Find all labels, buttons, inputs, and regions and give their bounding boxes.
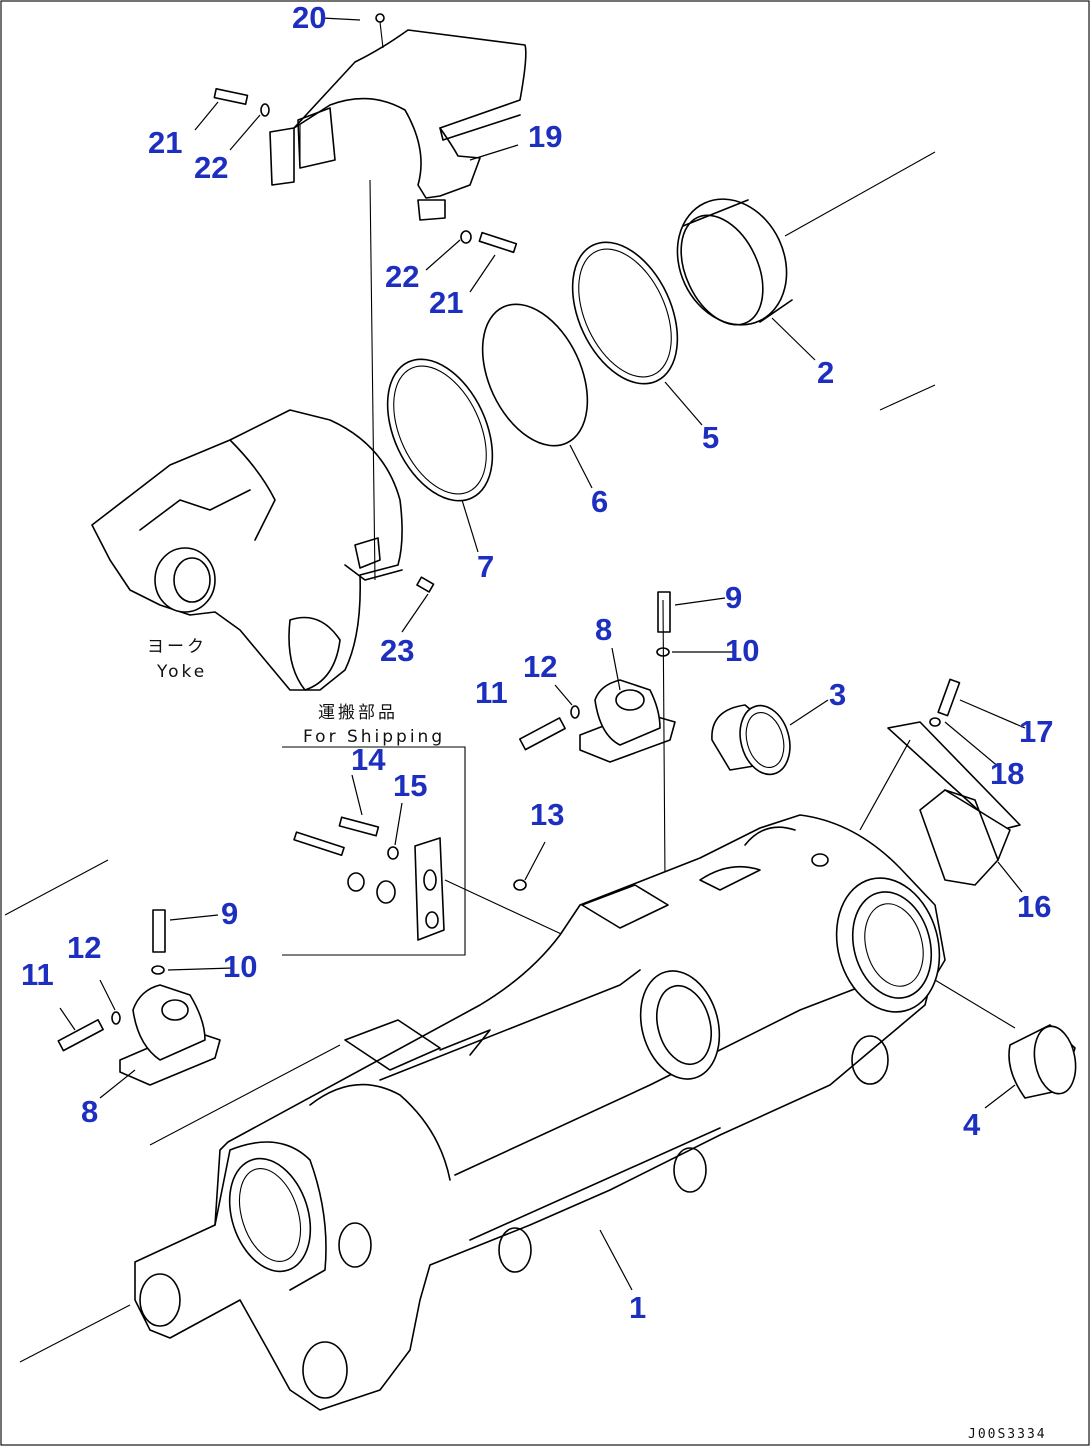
callout-9: 9	[221, 896, 238, 931]
callout-12: 12	[523, 649, 557, 684]
part-15-washer	[387, 846, 399, 860]
shipping-label-en: For Shipping	[303, 727, 445, 747]
callout-2: 2	[817, 355, 834, 390]
part-2-sleeve	[676, 198, 793, 326]
callout-4: 4	[963, 1107, 981, 1142]
shipping-label-jp: 運搬部品	[318, 703, 398, 723]
bolt-washer-right	[460, 230, 518, 254]
callout-6: 6	[591, 484, 608, 519]
bolt-washer-upper-left	[213, 87, 270, 117]
callout-19: 19	[528, 119, 562, 154]
callout-15: 15	[393, 768, 427, 803]
callout-10: 10	[725, 633, 759, 668]
part-9-bolt-lower	[152, 909, 166, 953]
drawing-code: J00S3334	[968, 1427, 1047, 1442]
part-11-bolt-lower	[57, 1018, 104, 1052]
annotation-notes: ヨーク Yoke 運搬部品 For Shipping	[147, 637, 445, 747]
callout-1: 1	[629, 1290, 646, 1325]
part-8-bracket-lower	[119, 984, 221, 1086]
callout-20: 20	[292, 0, 326, 35]
callout-21: 21	[148, 125, 182, 160]
part-6-ring	[481, 303, 589, 447]
part-17-bolt	[937, 678, 961, 717]
callout-5: 5	[702, 420, 719, 455]
callout-labels: 20 21 22 19 22 21 2 5 6 7 23 9 8 10 12 1…	[21, 0, 1053, 1325]
part-16-guard	[887, 721, 1021, 886]
part-12-washer-upper	[570, 705, 580, 719]
callout-22: 22	[194, 150, 228, 185]
callout-21: 21	[429, 285, 463, 320]
part-10-washer-lower	[151, 965, 165, 975]
part-10-washer-upper	[656, 647, 670, 657]
yoke	[91, 409, 435, 691]
axis-lines	[4, 151, 1016, 1363]
yoke-label-en: Yoke	[156, 662, 207, 682]
leader-lines	[59, 17, 1026, 1291]
shipping-bracket-plate	[414, 837, 445, 941]
callout-11: 11	[475, 675, 508, 710]
shipping-parts-group	[282, 179, 586, 956]
part-12-washer-lower	[111, 1011, 121, 1025]
part-8-bracket-upper	[579, 599, 676, 881]
callout-10: 10	[223, 949, 257, 984]
part-11-bolt-upper	[518, 717, 566, 751]
part-14-bolts	[293, 816, 380, 857]
callout-8: 8	[595, 612, 612, 647]
part-18-washer	[929, 717, 941, 727]
callout-9: 9	[725, 580, 742, 615]
part-4-cap	[1008, 1024, 1077, 1099]
callout-23: 23	[380, 633, 414, 668]
part-13-plug	[513, 879, 527, 891]
yoke-label-jp: ヨーク	[147, 637, 207, 657]
callout-13: 13	[530, 797, 564, 832]
part-7-ring	[386, 358, 494, 502]
callout-17: 17	[1019, 714, 1053, 749]
callout-3: 3	[829, 677, 846, 712]
part-1-frame	[134, 814, 946, 1411]
callout-11: 11	[21, 957, 54, 992]
part-19-cover	[269, 13, 527, 221]
callout-8: 8	[81, 1094, 98, 1129]
callout-7: 7	[477, 549, 494, 584]
part-5-ring	[571, 241, 679, 385]
callout-14: 14	[351, 742, 386, 777]
callout-12: 12	[67, 930, 101, 965]
part-9-bolt-upper	[657, 591, 671, 633]
callout-18: 18	[990, 756, 1024, 791]
part-3-bushing	[711, 704, 791, 776]
callout-16: 16	[1017, 889, 1051, 924]
callout-22: 22	[385, 259, 419, 294]
